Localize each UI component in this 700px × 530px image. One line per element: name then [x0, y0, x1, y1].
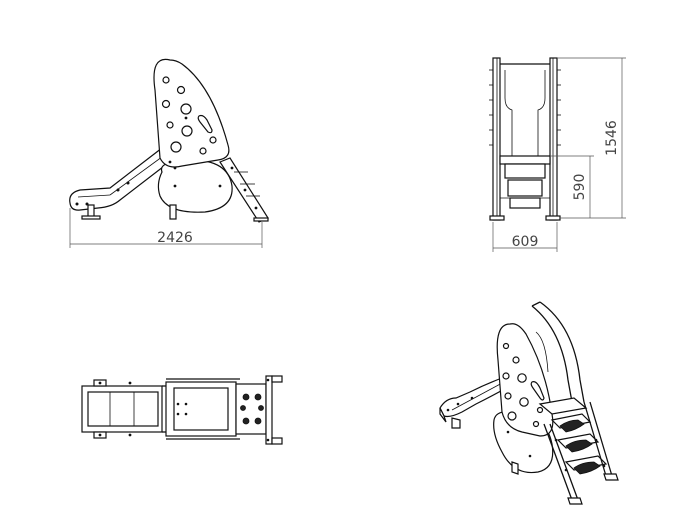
front-view: 609 1546 590	[489, 57, 626, 252]
dim-front-height-total: 1546	[604, 120, 620, 156]
dim-front-width: 609	[512, 234, 539, 250]
dim-side-length: 2426	[157, 230, 193, 246]
isometric-view	[439, 301, 619, 505]
top-view	[81, 375, 283, 445]
side-view: 2426	[69, 58, 269, 248]
dim-front-height-platform: 590	[572, 174, 588, 201]
